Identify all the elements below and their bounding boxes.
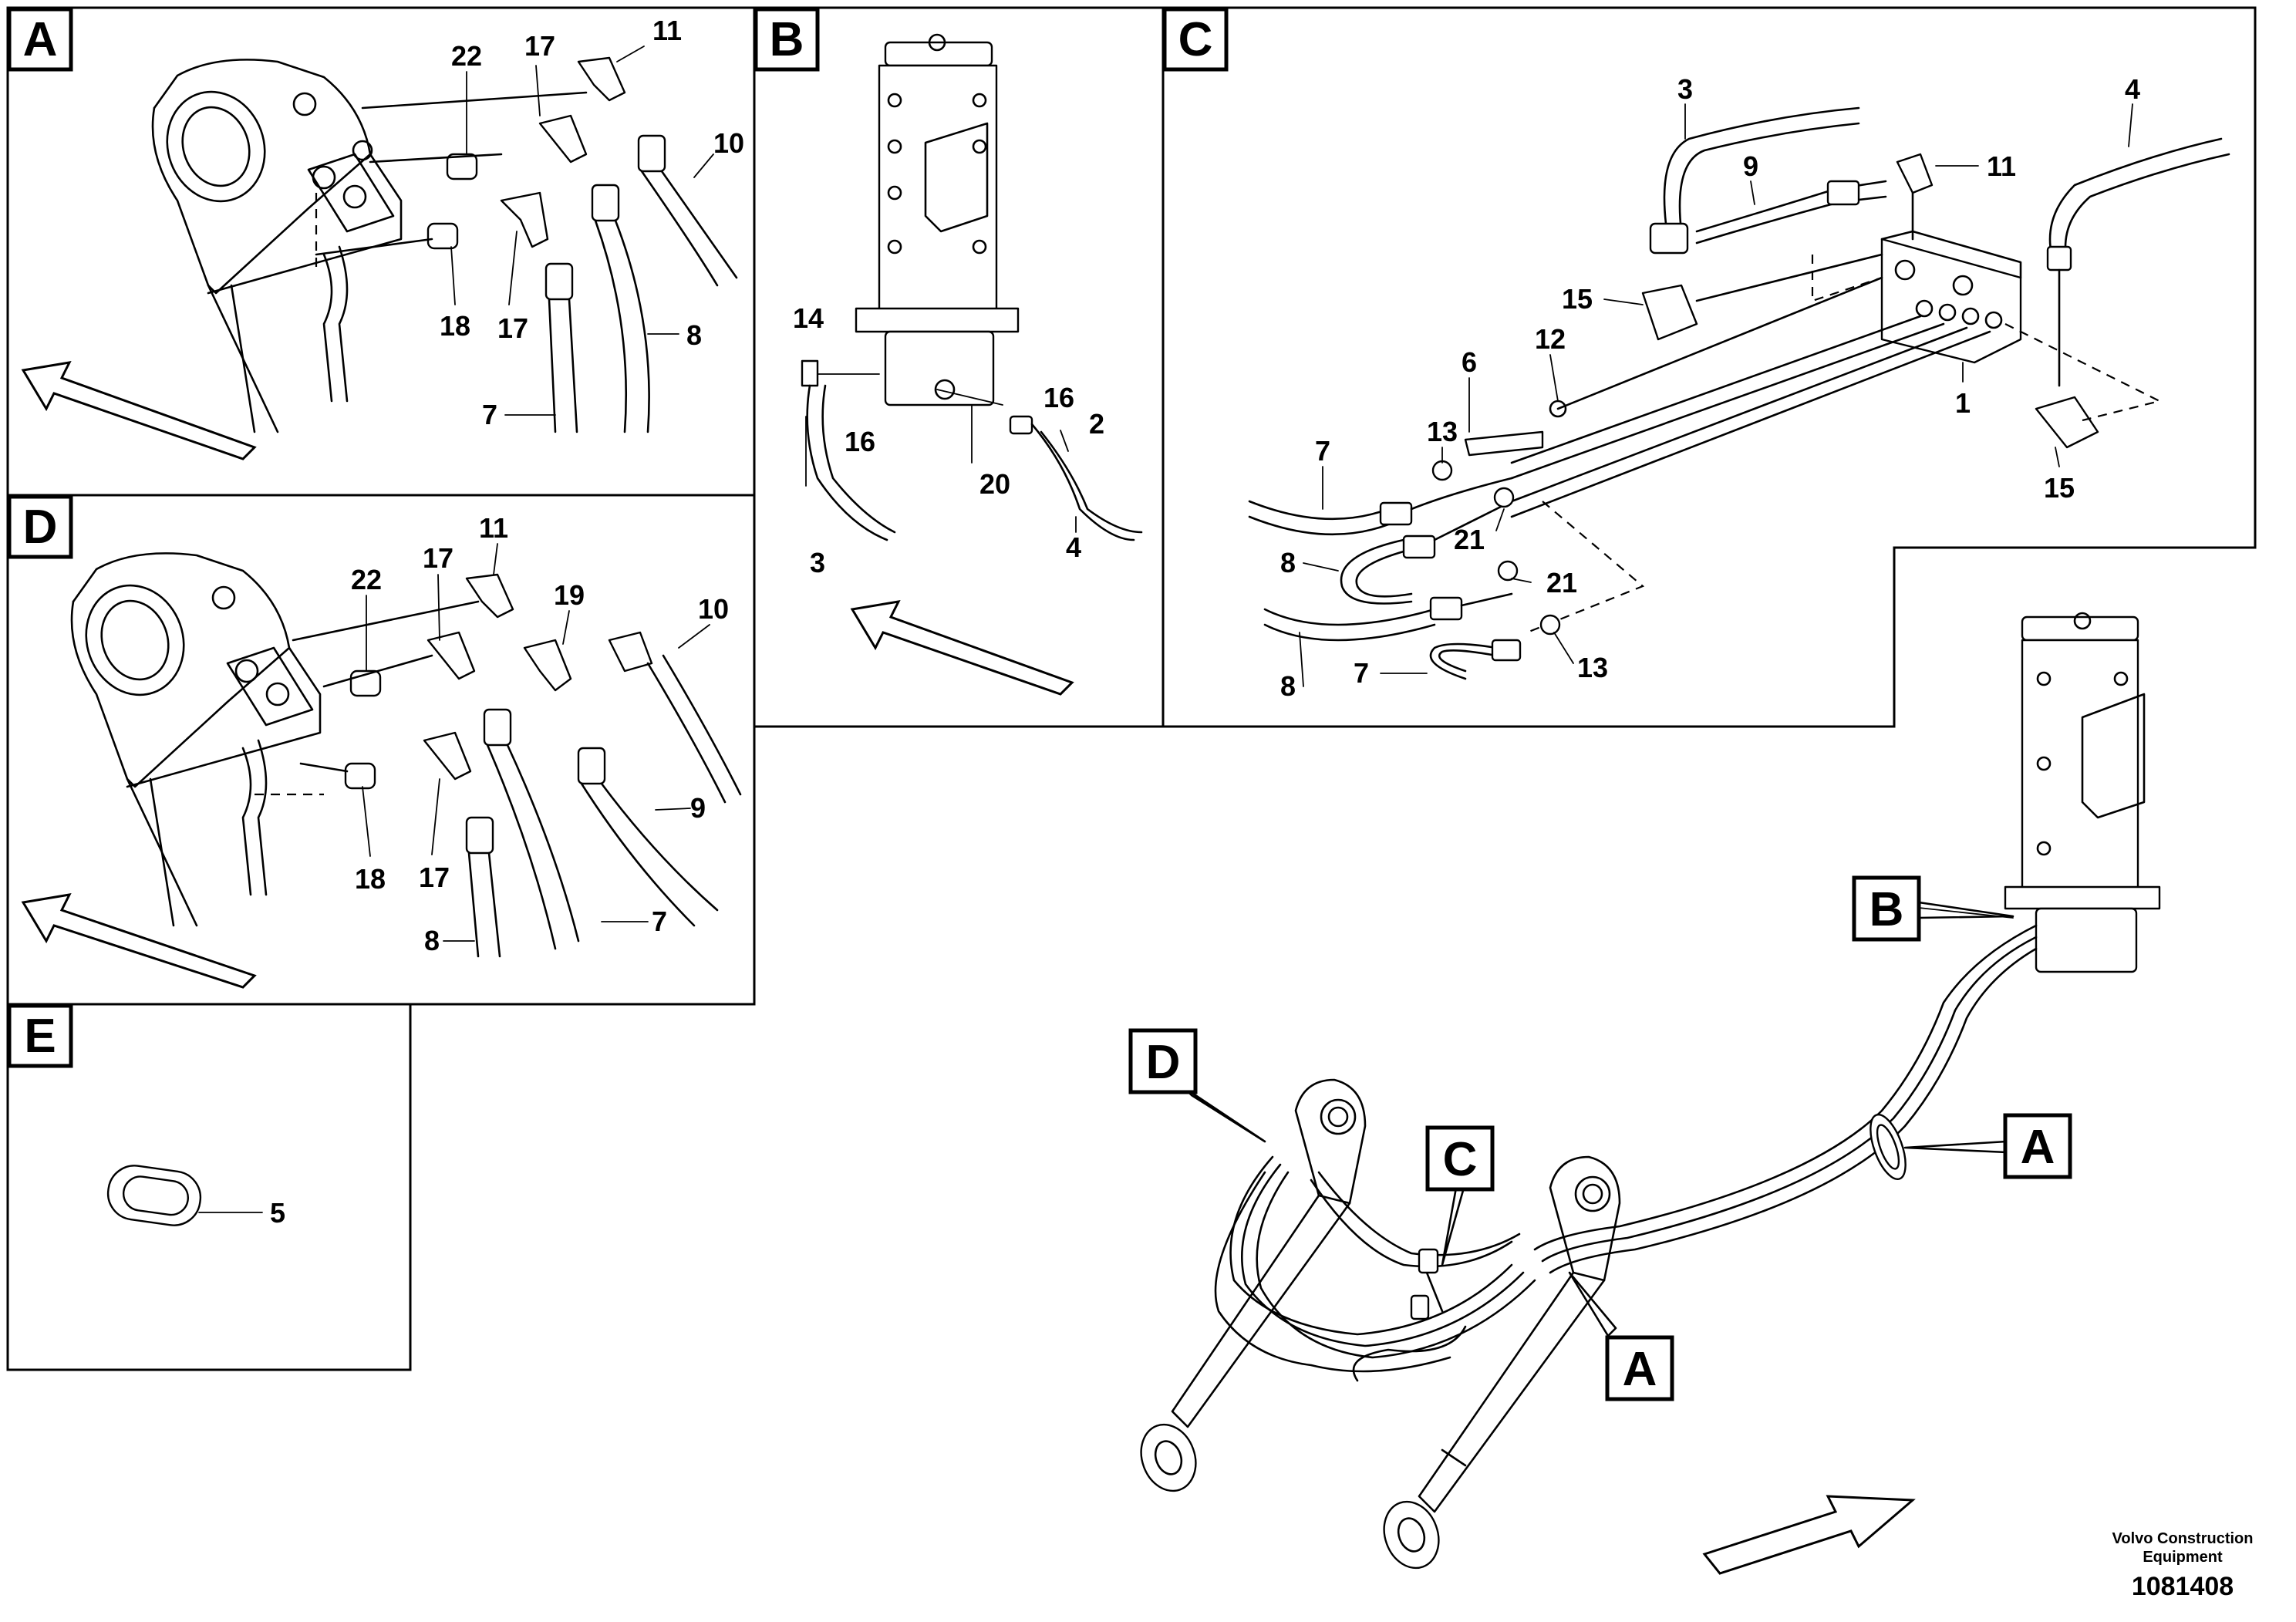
panel-d-drawing <box>21 543 742 989</box>
footer-company-line2: Equipment <box>2143 1549 2223 1566</box>
overview-tag-a-bottom-letter: A <box>1623 1343 1657 1396</box>
panel-a-callouts: 22 17 11 10 18 17 8 7 <box>440 15 744 430</box>
callout-c-15-top: 15 <box>1562 283 1593 315</box>
overview-tag-a-right-letter: A <box>2021 1121 2055 1174</box>
callout-a-22: 22 <box>451 40 482 72</box>
callout-d-9: 9 <box>690 792 706 824</box>
panel-d-letter: D <box>23 501 58 554</box>
overview-tag-d-letter: D <box>1146 1036 1181 1089</box>
overview-tag-a-right: A <box>1903 1113 2072 1179</box>
callout-e-5: 5 <box>270 1197 285 1229</box>
callout-c-13-bottom: 13 <box>1577 652 1608 683</box>
callout-b-3: 3 <box>810 547 825 578</box>
callout-c-21-top: 21 <box>1454 524 1485 555</box>
footer-drawing-number: 1081408 <box>2132 1572 2234 1601</box>
callout-a-11: 11 <box>652 15 682 46</box>
callout-c-9: 9 <box>1743 150 1758 182</box>
callout-d-11: 11 <box>479 512 508 544</box>
panel-frames <box>6 6 2257 1371</box>
panel-c-drawing <box>1248 103 2230 687</box>
callout-c-8-bottom: 8 <box>1280 670 1296 702</box>
callout-c-1: 1 <box>1955 387 1971 419</box>
panel-letter-a: A <box>7 7 73 72</box>
panel-a-letter: A <box>23 13 58 66</box>
callout-b-14: 14 <box>793 302 824 334</box>
panel-letter-d: D <box>7 494 73 559</box>
panel-d-callouts: 11 22 17 19 10 9 18 17 8 7 <box>351 512 729 956</box>
overview-tag-c: C <box>1425 1125 1495 1266</box>
callout-c-15-bottom: 15 <box>2044 472 2075 504</box>
callout-c-21-bottom: 21 <box>1546 567 1577 599</box>
overview-assembly <box>1140 612 2161 1575</box>
footer: Volvo Construction Equipment 1081408 <box>2112 1530 2254 1601</box>
panel-letter-b: B <box>754 7 820 72</box>
callout-a-10: 10 <box>713 127 744 159</box>
panel-letter-e: E <box>7 1003 73 1068</box>
callout-d-7: 7 <box>652 905 667 937</box>
callout-c-7-bottom: 7 <box>1354 657 1369 689</box>
panel-letter-c: C <box>1162 7 1229 72</box>
callout-c-3: 3 <box>1677 73 1693 105</box>
overview-tag-d: D <box>1128 1028 1266 1143</box>
overview-tag-a-bottom: A <box>1568 1271 1674 1401</box>
callout-b-4: 4 <box>1066 531 1081 563</box>
panel-c-letter: C <box>1178 13 1213 66</box>
callout-a-17-bottom: 17 <box>497 312 528 344</box>
callout-c-8-top: 8 <box>1280 547 1296 578</box>
callout-d-19: 19 <box>554 579 585 611</box>
panel-c-callouts: 3 9 11 4 15 12 6 1 15 13 7 21 8 21 8 7 1… <box>1280 73 2140 702</box>
callout-d-10: 10 <box>698 593 729 625</box>
callout-c-7-top: 7 <box>1315 435 1330 467</box>
panel-b-letter: B <box>770 13 804 66</box>
overview-tag-c-letter: C <box>1443 1133 1478 1186</box>
callout-b-2: 2 <box>1089 408 1104 440</box>
panel-e-drawing <box>106 1165 263 1226</box>
panel-b-callouts: 14 16 16 2 20 3 4 <box>793 302 1104 578</box>
callout-a-18: 18 <box>440 310 470 342</box>
callout-d-17-top: 17 <box>423 542 453 574</box>
callout-c-12: 12 <box>1535 323 1566 355</box>
callout-b-20: 20 <box>979 468 1010 500</box>
callout-c-11: 11 <box>1987 150 2016 182</box>
callout-d-18: 18 <box>355 863 386 895</box>
callout-a-17-top: 17 <box>524 30 555 62</box>
panel-e-callouts: 5 <box>270 1197 285 1229</box>
panel-b-drawing <box>801 33 1143 696</box>
callout-c-6: 6 <box>1462 346 1477 378</box>
overview-tag-b: B <box>1852 875 2014 942</box>
callout-c-13-top: 13 <box>1427 416 1458 447</box>
panel-e-letter: E <box>24 1010 56 1063</box>
callout-d-8: 8 <box>424 925 440 956</box>
footer-company-line1: Volvo Construction <box>2112 1530 2254 1547</box>
callout-c-4: 4 <box>2125 73 2140 105</box>
callout-a-7: 7 <box>482 399 497 430</box>
callout-a-8: 8 <box>686 319 702 351</box>
panel-a-drawing <box>21 46 738 460</box>
callout-d-22: 22 <box>351 564 382 595</box>
overview-tag-b-letter: B <box>1870 883 1904 936</box>
callout-b-16-left: 16 <box>845 426 875 457</box>
callout-b-16-right: 16 <box>1043 382 1074 413</box>
callout-d-17-bottom: 17 <box>419 862 450 893</box>
